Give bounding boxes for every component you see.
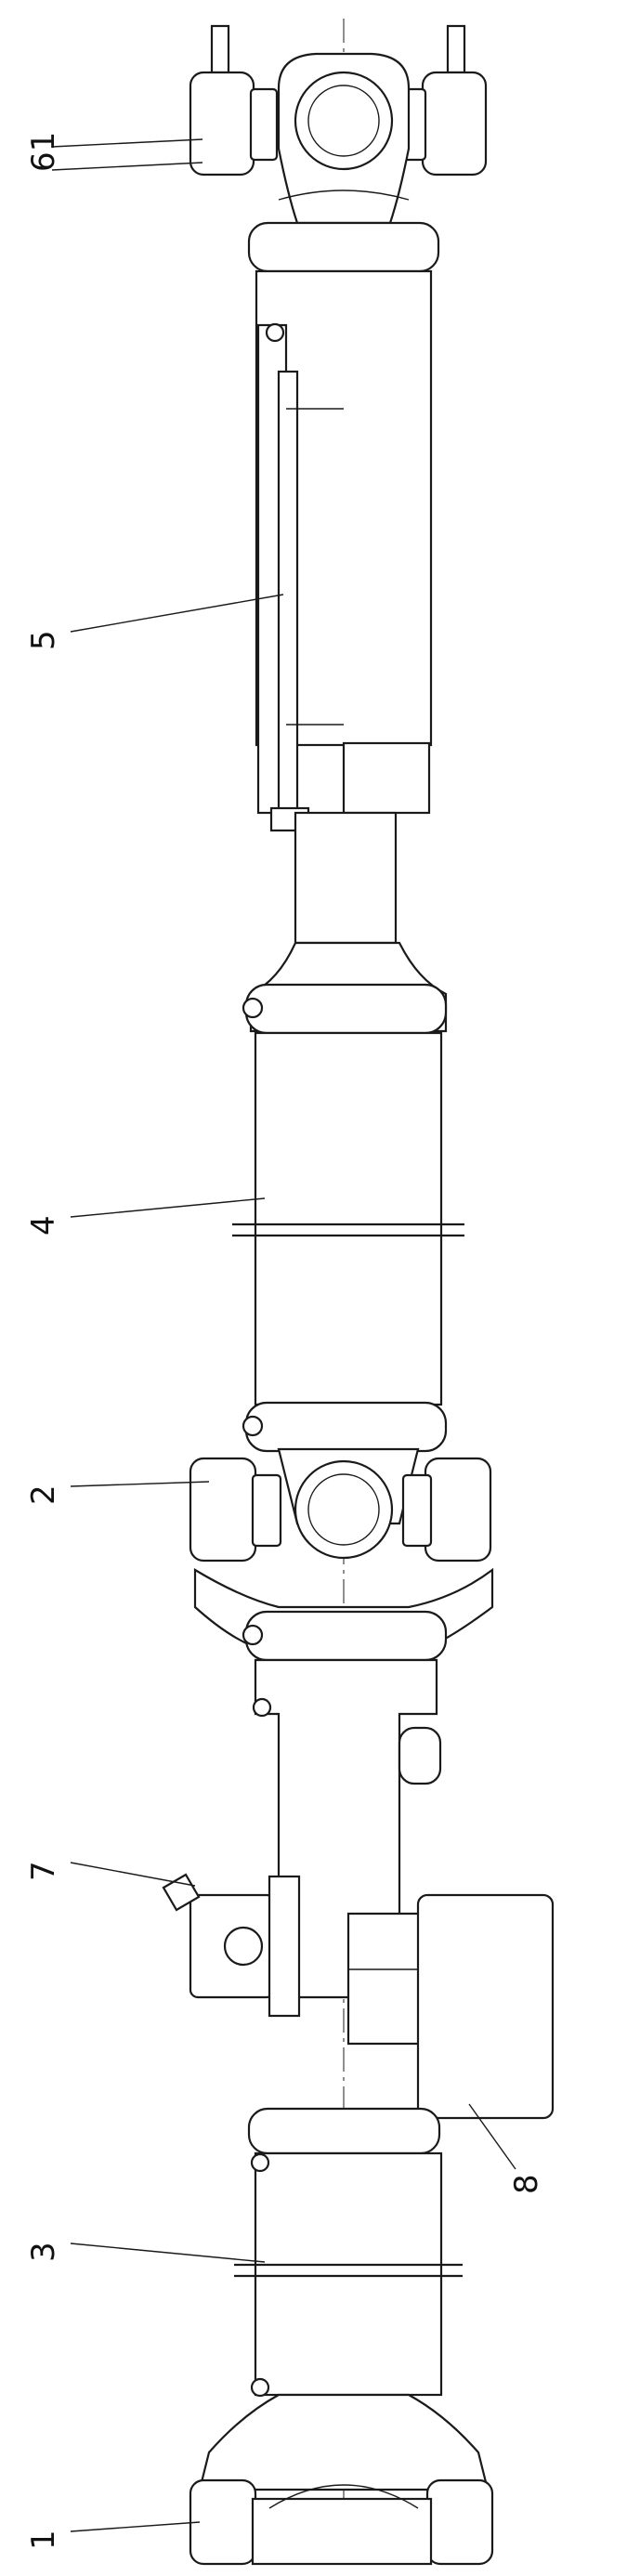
callout-3: 3 — [25, 2242, 62, 2262]
bottom-universal-joint — [189, 2393, 494, 2566]
top-universal-joint — [189, 24, 488, 225]
middle-universal-joint — [189, 1457, 494, 1662]
callout-8: 8 — [508, 2174, 545, 2194]
callout-1: 1 — [25, 2530, 62, 2550]
leader-lines — [51, 138, 516, 2532]
center-bearing-section — [162, 1658, 555, 2155]
tube-section-4 — [232, 941, 464, 1525]
callout-2: 2 — [25, 1484, 62, 1505]
slip-joint-section — [247, 221, 440, 945]
callout-4: 4 — [25, 1215, 62, 1236]
callout-5: 5 — [25, 630, 62, 650]
callout-61: 61 — [25, 132, 62, 172]
callout-7: 7 — [25, 1861, 62, 1881]
tube-section-3 — [234, 2151, 463, 2398]
